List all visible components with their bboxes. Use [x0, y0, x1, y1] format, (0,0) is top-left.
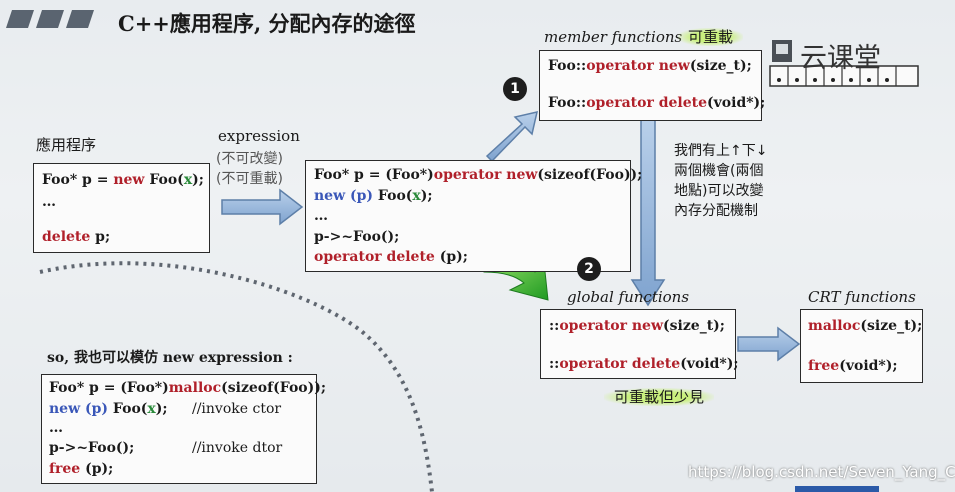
watermark: https://blog.csdn.net/Seven_Yang_C [688, 463, 955, 481]
expand-line-5: operator delete (p); [314, 249, 468, 265]
title-decoration [6, 10, 94, 28]
mimic-caption: so, 我也可以模仿 new expression : [47, 350, 293, 366]
expand-line-3: … [314, 208, 328, 224]
badge-1: 1 [503, 77, 527, 101]
app-line-3: delete p; [42, 229, 111, 245]
side-note-line-4: 內存分配機制 [674, 203, 758, 219]
crt-functions-box: malloc(size_t); free(void*); [800, 309, 923, 383]
crt-line-1: malloc(size_t); [808, 318, 923, 334]
expand-line-2: new (p) Foo(x); [314, 188, 433, 204]
crt-line-2: free(void*); [808, 358, 898, 374]
app-line-2: … [42, 194, 56, 210]
side-note-line-1: 我們有上↑下↓ [674, 143, 768, 159]
logo-text: 云课堂 [800, 43, 881, 74]
arrow-global-to-crt [737, 326, 801, 362]
expression-note-1: (不可改變) [216, 151, 283, 167]
mimic-line-1: Foo* p = (Foo*)malloc(sizeof(Foo)); [49, 380, 327, 396]
bottom-bar [795, 486, 879, 492]
expression-note-2: (不可重載) [216, 171, 283, 187]
crt-functions-caption: CRT functions [808, 288, 916, 306]
mimic-line-5: free (p); [49, 461, 114, 477]
global-line-2: ::operator delete(void*); [549, 356, 739, 372]
logo-graphic [769, 40, 919, 87]
arrow-app-to-expression [221, 188, 304, 226]
mimic-comment-ctor: //invoke ctor [192, 401, 282, 417]
side-note-line-3: 地點)可以改變 [674, 183, 764, 199]
expression-label: expression [218, 127, 300, 145]
expand-line-1: Foo* p = (Foo*)operator new(sizeof(Foo))… [314, 167, 643, 183]
mimic-line-2: new (p) Foo(x); [49, 401, 168, 417]
badge-2: 2 [577, 257, 601, 281]
member-line-2: Foo::operator delete(void*); [548, 95, 766, 111]
mimic-line-4: p->~Foo(); [49, 440, 135, 456]
mimic-line-3: … [49, 420, 63, 436]
app-caption: 應用程序 [36, 136, 97, 154]
expand-line-4: p->~Foo(); [314, 229, 400, 245]
global-overloadable-note: 可重載但少見 [604, 386, 715, 407]
member-overloadable-note: 可重載 [678, 26, 744, 47]
application-box: Foo* p = new Foo(x); … delete p; [33, 163, 210, 253]
arrow-to-member-functions [485, 111, 538, 163]
separator-curve [39, 261, 434, 492]
slide-title: C++應用程序, 分配內存的途徑 [118, 11, 416, 36]
side-note-line-2: 兩個機會(兩個 [674, 163, 764, 179]
member-functions-caption: member functions [544, 28, 683, 46]
mimic-code-box: Foo* p = (Foo*)malloc(sizeof(Foo)); new … [41, 374, 326, 484]
member-functions-box: Foo::operator new(size_t); Foo::operator… [539, 50, 766, 121]
arrow-member-to-global [630, 117, 666, 307]
mimic-comment-dtor: //invoke dtor [192, 440, 283, 456]
global-functions-caption: global functions [567, 288, 690, 306]
global-functions-box: ::operator new(size_t); ::operator delet… [540, 309, 739, 379]
app-line-1: Foo* p = new Foo(x); [42, 172, 204, 188]
new-expression-expansion-box: Foo* p = (Foo*)operator new(sizeof(Foo))… [305, 160, 642, 272]
global-line-1: ::operator new(size_t); [549, 318, 725, 334]
member-line-1: Foo::operator new(size_t); [548, 58, 752, 74]
